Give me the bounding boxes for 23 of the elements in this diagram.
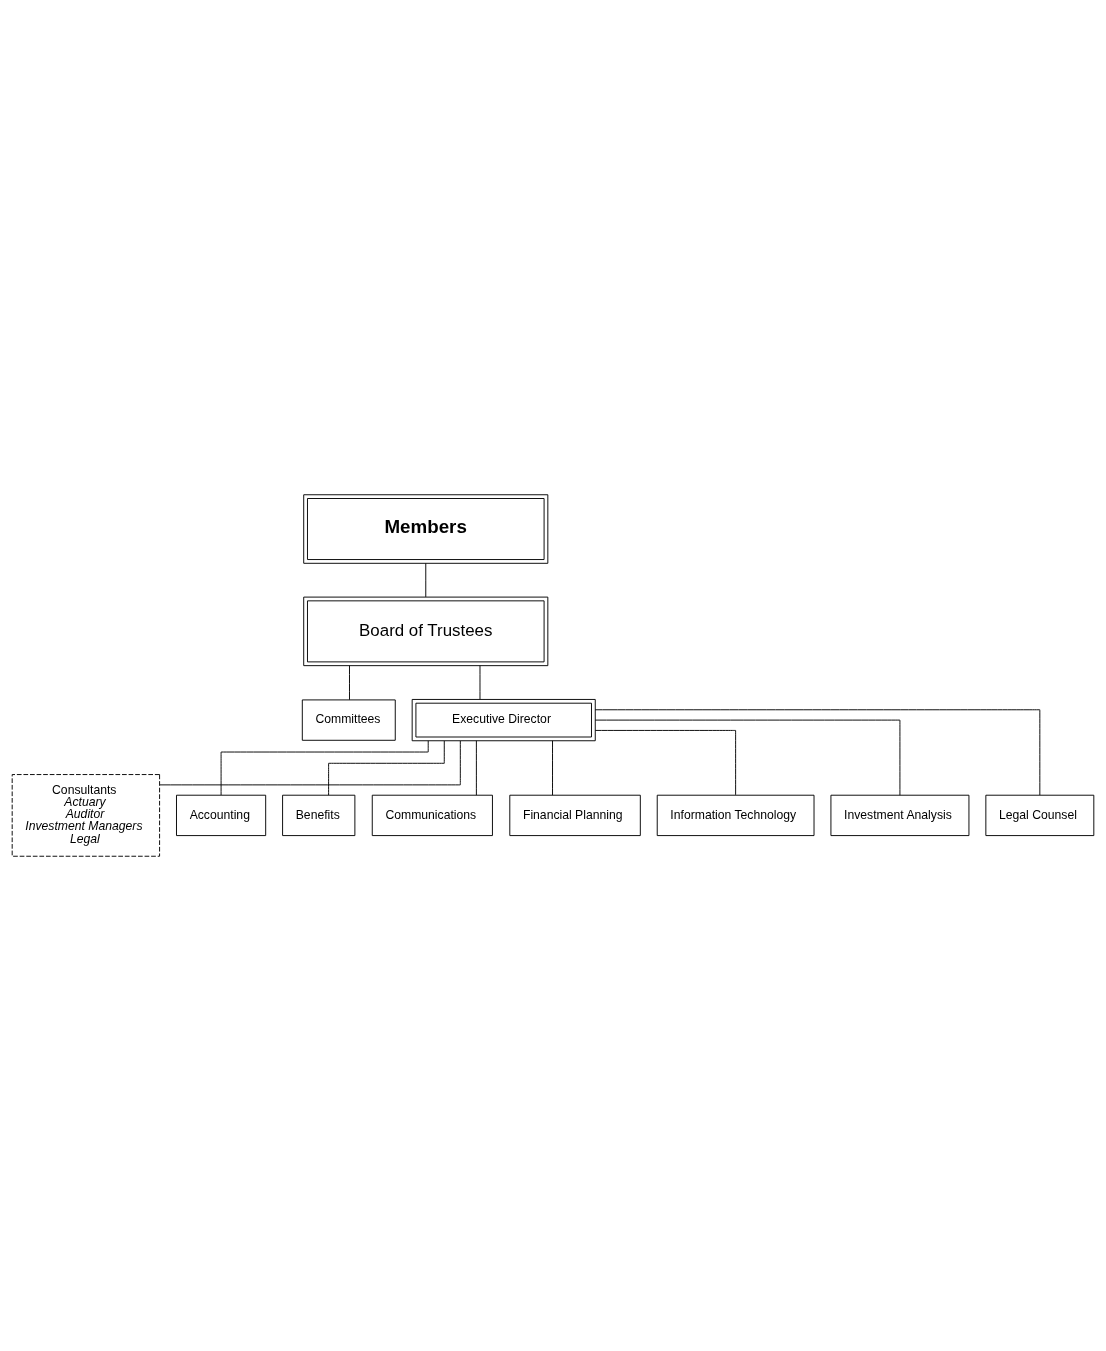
connector <box>159 740 461 786</box>
node-box: Accounting <box>176 794 267 837</box>
node-box: Board of Trustees <box>303 596 549 667</box>
connector <box>552 740 553 796</box>
node-box: Legal Counsel <box>985 794 1095 837</box>
node-box: Communications <box>371 794 493 837</box>
node-box: Consultants Actuary Auditor Investment Managers Legal <box>11 774 161 857</box>
node-box: Investment Analysis <box>830 794 970 837</box>
connector <box>328 740 445 796</box>
connector <box>594 709 1041 796</box>
node-box: Benefits <box>282 794 356 837</box>
node-box: Members <box>303 494 549 564</box>
node-box: Executive Director <box>411 698 596 742</box>
node-box: Information Technology <box>656 794 815 837</box>
connector <box>594 729 737 796</box>
node-box: Financial Planning <box>509 794 641 837</box>
connector <box>349 665 350 701</box>
connector <box>479 665 481 700</box>
connector <box>425 562 427 598</box>
connector <box>594 719 901 796</box>
connector <box>475 740 477 796</box>
node-box: Committees <box>301 699 396 741</box>
connector <box>220 740 429 796</box>
